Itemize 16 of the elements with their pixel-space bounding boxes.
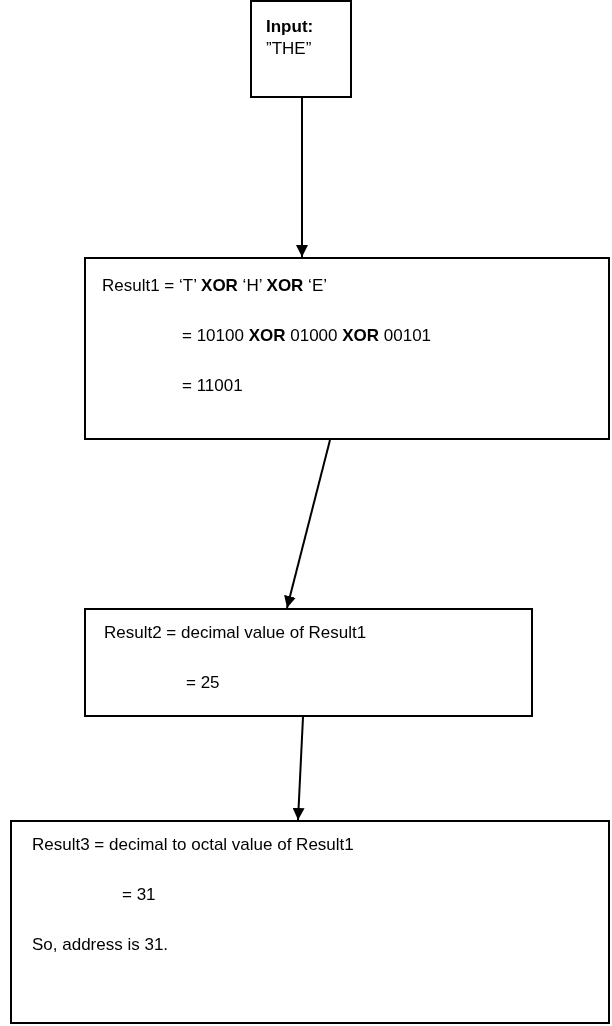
formula-text: Input: ”THE”: [266, 16, 315, 60]
arrow: [296, 97, 308, 258]
formula-text: = 11001: [182, 375, 243, 397]
formula-text: Result1 = ‘T’ XOR ‘H’ XOR ‘E’: [102, 275, 327, 297]
formula-text: Result3 = decimal to octal value of Result1: [32, 834, 354, 856]
process-box: [84, 608, 533, 717]
process-box: [10, 820, 610, 1024]
process-box: [250, 0, 352, 98]
arrow: [292, 716, 305, 821]
process-box: [84, 257, 610, 440]
formula-text: Result2 = decimal value of Result1: [104, 622, 367, 644]
formula-text: = 10100 XOR 01000 XOR 00101: [182, 325, 432, 347]
formula-text: So, address is 31.: [32, 934, 169, 956]
formula-text: = 31: [122, 884, 156, 906]
arrow: [284, 439, 331, 609]
formula-text: = 25: [186, 672, 220, 694]
